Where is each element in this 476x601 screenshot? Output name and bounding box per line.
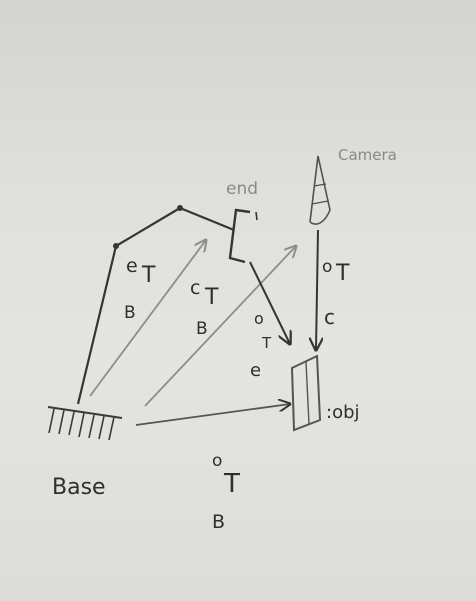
end-effector-gripper: [228, 208, 251, 264]
joint-1: [113, 243, 119, 249]
label-base: Base: [52, 475, 106, 500]
svg-text:T: T: [261, 334, 272, 352]
label-camera: Camera: [338, 146, 397, 164]
label-end: end: [226, 179, 258, 199]
transform-base-to-obj: o T B: [212, 451, 240, 533]
svg-text:T: T: [223, 469, 240, 499]
transform-end-to-obj: o T e: [250, 309, 272, 381]
robot-arm: [76, 205, 235, 405]
arrow-base-to-camera-long: [144, 246, 296, 407]
arrow-base-to-camera: [89, 240, 206, 397]
arrow-camera-to-obj: [316, 229, 318, 350]
svg-text:o: o: [322, 257, 332, 277]
base-ground-symbol: [47, 406, 123, 441]
camera-symbol: [309, 155, 331, 225]
transform-base-to-camera: c T B: [190, 277, 219, 339]
object-box: [290, 354, 322, 432]
svg-text:T: T: [141, 263, 156, 288]
transform-camera-to-obj: o T c: [322, 257, 350, 329]
svg-text:o: o: [254, 309, 264, 328]
arrow-base-to-obj: [135, 404, 290, 426]
joint-2: [177, 205, 183, 211]
svg-text:B: B: [196, 319, 208, 339]
svg-text:c: c: [190, 277, 200, 299]
svg-text:c: c: [324, 305, 335, 329]
svg-text:B: B: [212, 511, 225, 533]
svg-text:T: T: [204, 285, 219, 310]
svg-text:e: e: [250, 360, 261, 381]
arrow-end-to-obj: [249, 261, 290, 344]
svg-text:e: e: [126, 255, 138, 277]
svg-text:T: T: [335, 261, 350, 286]
svg-text:o: o: [212, 451, 222, 471]
label-obj: :obj: [326, 402, 360, 423]
transform-base-to-end: e T B: [124, 255, 156, 323]
svg-text:B: B: [124, 303, 136, 323]
